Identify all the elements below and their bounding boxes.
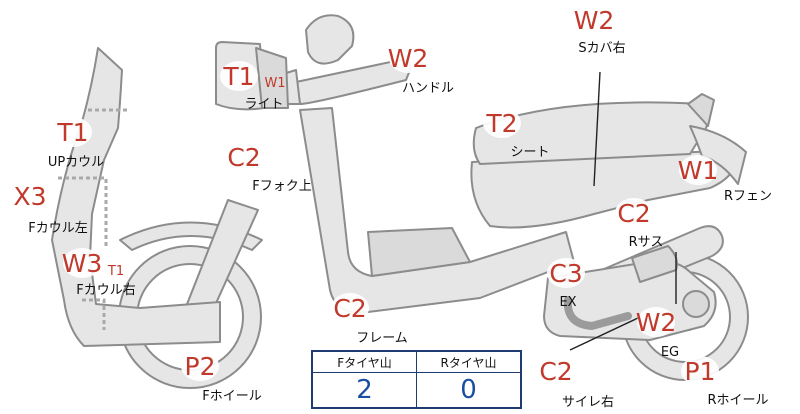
marker-handle: W2 ハンドル xyxy=(388,43,454,96)
front-tire-header: Fタイヤ山 xyxy=(312,351,417,373)
damage-code: W1 xyxy=(678,156,719,185)
damage-code: T1 xyxy=(56,118,88,147)
part-label: Sカバ右 xyxy=(578,41,625,56)
part-label: UPカウル xyxy=(48,155,104,170)
damage-code: C3 xyxy=(549,259,582,288)
tire-tread-table: Fタイヤ山 Rタイヤ山 2 0 xyxy=(311,350,522,409)
mirror-shape xyxy=(305,14,355,65)
damage-code: W2 xyxy=(636,308,677,337)
silencer-leader xyxy=(569,317,639,351)
front-cowl-shape xyxy=(51,47,221,347)
part-label: シート xyxy=(510,145,549,160)
damage-code: T2 xyxy=(485,109,517,138)
part-label: Fカウル右 xyxy=(76,283,135,298)
damage-code: C2 xyxy=(617,199,650,228)
damage-code: T1 xyxy=(222,62,254,91)
part-label: サイレ右 xyxy=(562,395,614,410)
rear-tire-header: Rタイヤ山 xyxy=(416,351,521,373)
damage-code: P2 xyxy=(185,352,216,381)
part-label: Fホイール xyxy=(202,389,261,404)
part-label: EX xyxy=(559,295,576,310)
part-label: Rフェン xyxy=(724,189,772,204)
rear-tire-value: 0 xyxy=(460,375,477,405)
part-label: ハンドル xyxy=(402,81,454,96)
damage-subcode: W1 xyxy=(264,76,285,91)
damage-code: C2 xyxy=(539,357,572,386)
exhaust-pipe xyxy=(563,296,632,331)
part-label: フレーム xyxy=(356,331,408,346)
marker-frame: C2 フレーム xyxy=(331,293,408,346)
damage-code: W3 xyxy=(62,249,103,278)
damage-code: X3 xyxy=(13,182,46,211)
marker-light: T1 W1 ライト xyxy=(220,61,286,112)
damage-code: W2 xyxy=(574,6,615,35)
marker-silencer-right: C2 サイレ右 xyxy=(537,356,614,410)
part-label: Fカウル左 xyxy=(28,221,87,236)
part-label: Rサス xyxy=(629,235,664,250)
s-cover-leader xyxy=(593,71,601,187)
part-label: ライト xyxy=(244,97,283,112)
marker-seat: T2 シート xyxy=(483,108,550,160)
part-label: Fフォク上 xyxy=(252,179,311,194)
part-label: EG xyxy=(661,345,679,360)
damage-subcode: T1 xyxy=(107,264,124,279)
damage-code: C2 xyxy=(227,143,260,172)
damage-code: W2 xyxy=(388,44,429,73)
part-label: Rホイール xyxy=(707,393,768,408)
front-tire-value: 2 xyxy=(312,372,417,408)
damage-code: C2 xyxy=(333,294,366,323)
damage-code: P1 xyxy=(685,357,716,386)
